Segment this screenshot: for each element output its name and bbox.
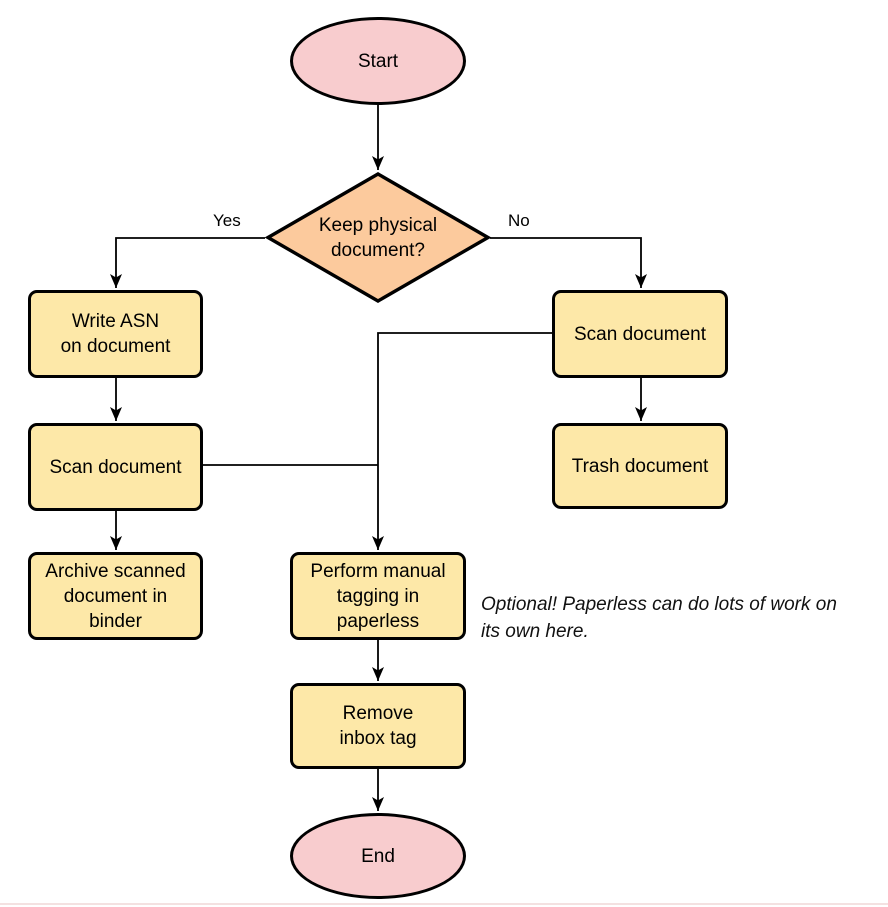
node-trash-document: Trash document [552, 423, 728, 509]
node-end: End [290, 813, 466, 899]
node-scan-document-left-label: Scan document [49, 456, 182, 478]
node-decision-label: Keep physical document? [318, 214, 438, 261]
bottom-edge-line [0, 903, 888, 905]
node-decision-keep-physical: Keep physical document? [265, 172, 491, 303]
node-write-asn: Write ASN on document [28, 290, 203, 378]
annotation-optional-note: Optional! Paperless can do lots of work … [481, 594, 837, 642]
edge-label-no: No [506, 211, 532, 231]
node-start: Start [290, 17, 466, 105]
edge-decision-yes-to-write-asn [110, 237, 265, 288]
node-archive-binder-label: Archive scanned document in binder [45, 560, 186, 632]
node-write-asn-label: Write ASN on document [60, 311, 171, 357]
node-archive-binder: Archive scanned document in binder [28, 552, 203, 640]
node-perform-tagging: Perform manual tagging in paperless [290, 552, 466, 640]
node-perform-tagging-label: Perform manual tagging in paperless [310, 560, 446, 632]
diamond-shape [265, 172, 491, 303]
edge-scan-right-to-perform-tagging [372, 332, 552, 550]
node-remove-inbox-tag-label: Remove inbox tag [339, 703, 417, 749]
node-start-label: Start [357, 50, 399, 72]
node-remove-inbox-tag: Remove inbox tag [290, 683, 466, 769]
node-scan-document-right-label: Scan document [573, 323, 707, 345]
node-scan-document-left: Scan document [28, 423, 203, 511]
node-end-label: End [361, 845, 395, 867]
node-trash-document-label: Trash document [571, 455, 709, 477]
edge-decision-no-to-scan-right [490, 237, 647, 288]
edge-label-yes: Yes [211, 211, 243, 231]
node-scan-document-right: Scan document [552, 290, 728, 378]
